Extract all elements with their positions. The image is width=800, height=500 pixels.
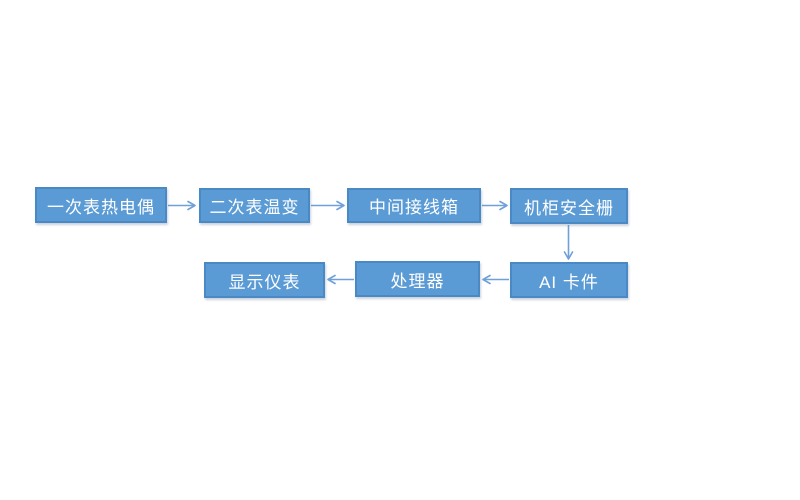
node-display-instrument: 显示仪表 xyxy=(204,262,325,298)
node-display-instrument-label: 显示仪表 xyxy=(228,272,301,292)
node-secondary-temperature-transmitter-label: 二次表温变 xyxy=(209,198,300,217)
node-primary-thermocouple-label: 一次表热电偶 xyxy=(47,197,155,217)
node-secondary-temperature-transmitter: 二次表温变 xyxy=(199,188,310,223)
node-processor: 处理器 xyxy=(355,261,480,297)
node-intermediate-junction-box: 中间接线箱 xyxy=(347,188,481,223)
node-processor-label: 处理器 xyxy=(390,271,445,291)
node-cabinet-safety-barrier-label: 机柜安全栅 xyxy=(524,198,614,218)
node-intermediate-junction-box-label: 中间接线箱 xyxy=(369,198,459,217)
node-cabinet-safety-barrier: 机柜安全栅 xyxy=(510,188,628,224)
node-primary-thermocouple: 一次表热电偶 xyxy=(35,187,167,223)
node-ai-card-label: AI 卡件 xyxy=(539,272,599,292)
node-ai-card: AI 卡件 xyxy=(510,262,628,298)
